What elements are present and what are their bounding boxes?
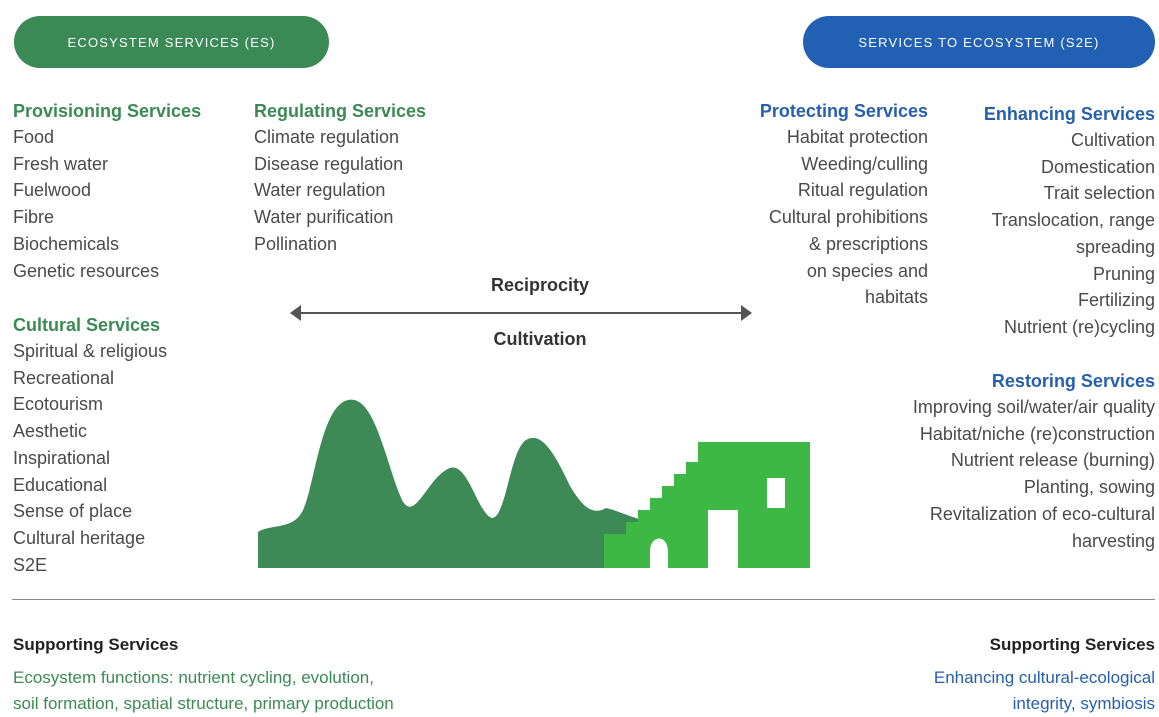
- protecting-title: Protecting Services: [759, 101, 928, 121]
- list-item: on species and: [806, 260, 928, 281]
- double-arrow-icon: [290, 305, 752, 321]
- list-item: Habitat protection: [786, 127, 928, 147]
- list-item: Food: [13, 127, 55, 147]
- list-item: Water purification: [254, 207, 394, 228]
- list-item: Ecotourism: [13, 394, 104, 415]
- list-item: harvesting: [1071, 530, 1155, 551]
- list-item: Cultural prohibitions: [768, 207, 928, 228]
- provisioning-group: Provisioning Services Food Fresh water F…: [13, 98, 201, 284]
- supporting-left-title: Supporting Services: [13, 635, 179, 654]
- restoring-group: Restoring Services Improving soil/water/…: [913, 368, 1155, 554]
- supporting-left-text: Ecosystem functions: nutrient cycling, e…: [13, 665, 394, 717]
- list-item: & prescriptions: [808, 233, 928, 254]
- list-item: Fuelwood: [13, 180, 92, 201]
- list-item: Pollination: [254, 233, 338, 254]
- supporting-right-line2: integrity, symbiosis: [1012, 694, 1155, 713]
- enhancing-group: Enhancing Services Cultivation Domestica…: [984, 101, 1155, 341]
- divider: [12, 599, 1155, 600]
- list-item: Disease regulation: [254, 153, 404, 174]
- list-item: Fertilizing: [1077, 290, 1155, 311]
- list-item: Nutrient (re)cycling: [1003, 316, 1155, 337]
- list-item: Improving soil/water/air quality: [912, 397, 1155, 417]
- regulating-group: Regulating Services Climate regulation D…: [254, 98, 426, 258]
- reciprocity-label: Reciprocity: [490, 275, 590, 295]
- es-pill: ECOSYSTEM SERVICES (ES): [14, 16, 329, 68]
- list-item: Inspirational: [13, 447, 111, 468]
- list-item: Nutrient release (burning): [950, 450, 1155, 471]
- list-item: Cultural heritage: [13, 527, 146, 548]
- cultural-title: Cultural Services: [13, 315, 161, 335]
- cultivation-label: Cultivation: [493, 329, 587, 349]
- list-item: Habitat/niche (re)construction: [919, 423, 1155, 444]
- list-item: Fresh water: [13, 153, 109, 174]
- cultural-group: Cultural Services Spiritual & religious …: [13, 312, 167, 578]
- list-item: Water regulation: [254, 180, 386, 201]
- list-item: Genetic resources: [13, 260, 160, 281]
- supporting-right-line1: Enhancing cultural-ecological: [933, 668, 1155, 687]
- list-item: Translocation, range: [991, 210, 1155, 231]
- list-item: Aesthetic: [13, 421, 88, 442]
- list-item: Sense of place: [13, 501, 133, 522]
- terraces-shape: [604, 442, 810, 568]
- list-item: Biochemicals: [13, 233, 120, 254]
- list-item: Climate regulation: [254, 127, 400, 147]
- list-item: habitats: [864, 287, 928, 308]
- list-item: Weeding/culling: [801, 153, 928, 174]
- restoring-title: Restoring Services: [991, 371, 1155, 391]
- supporting-right-title: Supporting Services: [989, 635, 1155, 654]
- list-item: Pruning: [1092, 263, 1155, 284]
- list-item: Planting, sowing: [1023, 477, 1155, 498]
- list-item: S2E: [13, 554, 48, 575]
- provisioning-title: Provisioning Services: [13, 101, 202, 121]
- regulating-title: Regulating Services: [254, 101, 427, 121]
- list-item: Educational: [13, 474, 108, 495]
- list-item: Revitalization of eco-cultural: [929, 503, 1155, 524]
- list-item: Spiritual & religious: [13, 341, 168, 361]
- list-item: Fibre: [13, 207, 55, 228]
- list-item: Ritual regulation: [797, 180, 928, 201]
- hills-shape: [258, 399, 648, 568]
- list-item: spreading: [1075, 236, 1155, 257]
- list-item: Recreational: [13, 367, 115, 388]
- ecosystem-functions-label: Ecosystem functions: [13, 668, 169, 687]
- supporting-right-text: Enhancing cultural-ecological integrity,…: [934, 665, 1155, 717]
- protecting-group: Protecting Services Habitat protection W…: [760, 98, 928, 311]
- landscape-illustration: [258, 399, 810, 568]
- enhancing-title: Enhancing Services: [983, 104, 1155, 124]
- s2e-pill: SERVICES TO ECOSYSTEM (S2E): [803, 16, 1155, 68]
- supporting-left-line2: soil formation, spatial structure, prima…: [13, 694, 394, 713]
- list-item: Domestication: [1040, 156, 1155, 177]
- list-item: Cultivation: [1070, 130, 1155, 150]
- supporting-left-line1: : nutrient cycling, evolution,: [168, 668, 374, 687]
- terrace-window: [767, 478, 785, 508]
- list-item: Trait selection: [1043, 183, 1155, 204]
